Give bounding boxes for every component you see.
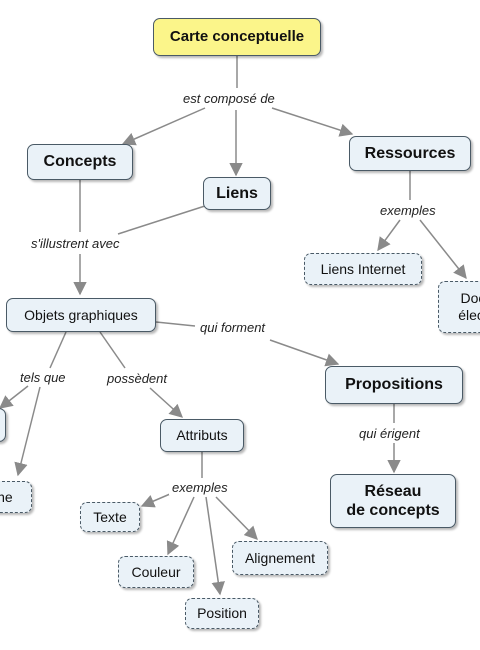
link-label-erigent: qui érigent <box>356 426 423 441</box>
connector-arrow <box>166 496 195 556</box>
connector-line <box>49 331 67 369</box>
node-liens-internet[interactable]: Liens Internet <box>304 253 422 285</box>
connector-line <box>99 331 126 369</box>
connector-line <box>155 321 196 327</box>
connector-arrow <box>377 219 401 252</box>
connector-arrow <box>205 496 225 596</box>
node-ressources[interactable]: Ressources <box>349 136 471 171</box>
connector-arrow <box>419 219 467 280</box>
node-texte[interactable]: Texte <box>80 502 140 532</box>
node-propositions[interactable]: Propositions <box>325 366 463 404</box>
link-label-possedent: possèdent <box>104 371 170 386</box>
node-concepts[interactable]: Concepts <box>27 144 133 180</box>
node-couleur[interactable]: Couleur <box>118 556 194 588</box>
node-carte-conceptuelle[interactable]: Carte conceptuelle <box>153 18 321 56</box>
node-attributs[interactable]: Attributs <box>160 419 244 452</box>
connector-arrow <box>121 107 206 146</box>
connector-arrow <box>271 107 354 137</box>
node-objets-graphiques[interactable]: Objets graphiques <box>6 298 156 332</box>
node-reseau-de-concepts[interactable]: Réseau de concepts <box>330 474 456 528</box>
link-label-forment: qui forment <box>197 320 269 335</box>
node-alignement[interactable]: Alignement <box>232 541 328 575</box>
link-label-compose: est composé de <box>180 91 278 106</box>
link-label-exemples-ressources: exemples <box>377 203 439 218</box>
link-label-tels-que: tels que <box>17 370 69 385</box>
link-label-exemples-attributs: exemples <box>169 480 231 495</box>
node-liens[interactable]: Liens <box>203 177 271 210</box>
connector-arrow <box>140 493 171 508</box>
connector-arrow <box>269 339 340 367</box>
node-documents-electroniques[interactable]: Doc élect <box>438 281 480 333</box>
link-label-illustrent: s'illustrent avec <box>28 236 123 251</box>
node-ligne[interactable]: gne <box>0 481 32 513</box>
connector-arrow <box>215 496 258 540</box>
connector-arrow <box>149 387 184 418</box>
node-partial-left[interactable] <box>0 408 6 442</box>
connector-arrow <box>0 385 29 409</box>
node-position[interactable]: Position <box>185 598 259 629</box>
connector-line <box>117 204 209 235</box>
connector-arrow <box>14 386 41 477</box>
